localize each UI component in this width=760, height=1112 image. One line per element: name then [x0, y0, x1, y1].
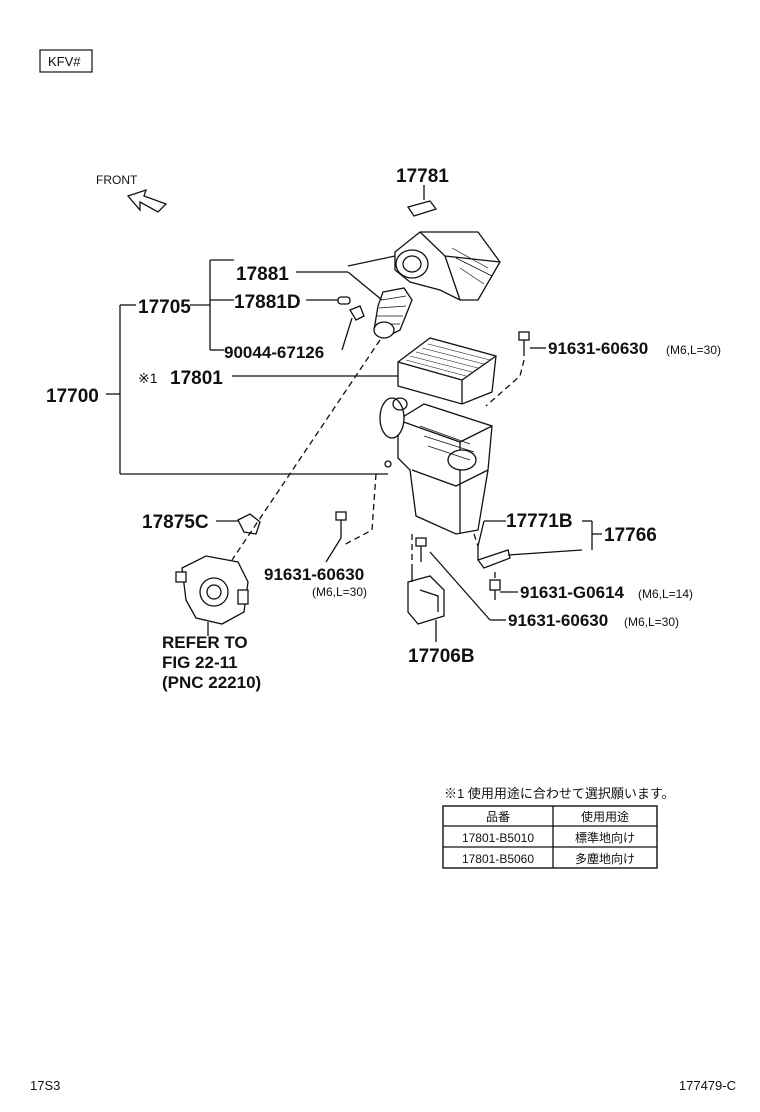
- label-17705: 17705: [138, 297, 191, 318]
- air-filter-element: [397, 337, 497, 405]
- label-17875C: 17875C: [142, 512, 209, 533]
- pad-17781: [406, 200, 438, 217]
- footer-left-code: 17S3: [30, 1078, 60, 1093]
- label-91631-G0614: 91631-G0614: [520, 583, 625, 602]
- label-17801: 17801: [170, 368, 223, 389]
- spec-91631-G0614: (M6,L=14): [638, 587, 693, 601]
- leader-lines: [106, 185, 602, 642]
- table-header-usage: 使用用途: [581, 809, 629, 824]
- bolt-91631-left: [335, 511, 347, 538]
- clamp-90044: [349, 305, 365, 321]
- note-text: ※1 使用用途に合わせて選択願います。: [444, 786, 675, 801]
- spec-91631-60630-lower: (M6,L=30): [624, 615, 679, 629]
- assembly-dashed-lines: [231, 339, 525, 580]
- label-17881D: 17881D: [234, 292, 301, 313]
- bolt-91631-lower: [415, 537, 427, 562]
- label-17700: 17700: [46, 386, 99, 407]
- bracket-17706B: [407, 566, 445, 625]
- table-cell-part: 17801-B5010: [462, 831, 534, 845]
- intake-hose: [373, 287, 413, 339]
- label-90044-67126: 90044-67126: [224, 343, 324, 362]
- refer-line-2: FIG 22-11: [162, 653, 238, 672]
- label-91631-60630-left: 91631-60630: [264, 565, 364, 584]
- refer-line-1: REFER TO: [162, 633, 248, 652]
- label-17781: 17781: [396, 166, 449, 187]
- front-label: FRONT: [96, 173, 138, 187]
- spec-91631-60630-left: (M6,L=30): [312, 585, 367, 599]
- spec-91631-60630-top: (M6,L=30): [666, 343, 721, 357]
- footer-right-code: 177479-C: [679, 1078, 736, 1093]
- front-arrow-icon: [126, 188, 168, 213]
- table-cell-usage: 標準地向け: [575, 830, 635, 845]
- bolt-91631-top: [518, 331, 530, 356]
- air-cleaner-case: [379, 397, 493, 535]
- table-header-part: 品番: [486, 810, 510, 824]
- model-code: KFV#: [48, 54, 81, 69]
- front-indicator: FRONT: [96, 173, 168, 213]
- throttle-body: [175, 555, 249, 625]
- bolt-91631-G0614: [489, 579, 501, 600]
- table-cell-part: 17801-B5060: [462, 852, 534, 866]
- label-17881: 17881: [236, 264, 289, 285]
- bracket-17771B: [476, 546, 511, 569]
- clamp-17875C: [237, 513, 261, 535]
- label-91631-60630-lower: 91631-60630: [508, 611, 608, 630]
- table-cell-usage: 多塵地向け: [575, 851, 635, 866]
- plug-17881D: [337, 296, 351, 305]
- note-mark: ※1: [138, 370, 158, 386]
- label-17766: 17766: [604, 525, 657, 546]
- refer-line-3: (PNC 22210): [162, 673, 261, 692]
- label-17706B: 17706B: [408, 646, 475, 667]
- model-code-box: KFV#: [39, 49, 93, 73]
- label-91631-60630-top: 91631-60630: [548, 339, 648, 358]
- air-cleaner-cap: [394, 231, 501, 301]
- label-17771B: 17771B: [506, 511, 573, 532]
- selection-table: 品番 使用用途 17801-B5010 標準地向け 17801-B5060 多塵…: [442, 805, 658, 869]
